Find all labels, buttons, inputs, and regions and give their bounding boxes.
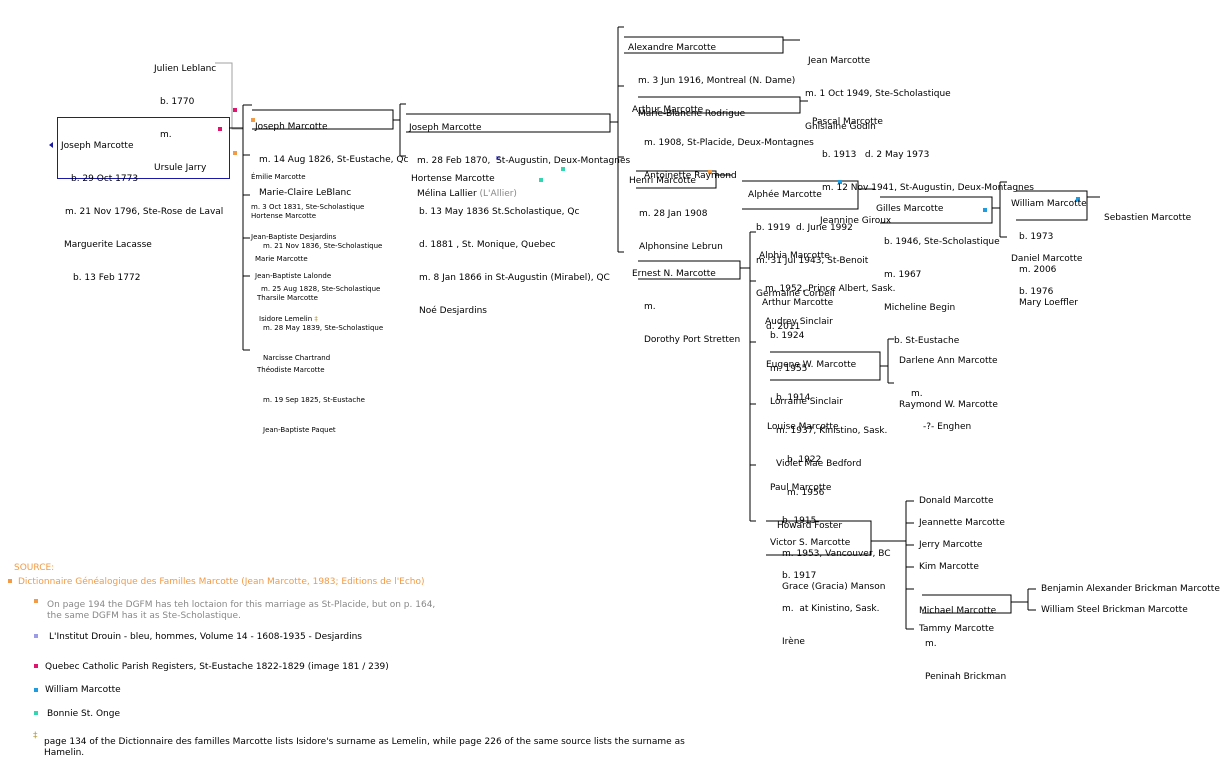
william-legend-marker: [34, 688, 38, 692]
source-drouin[interactable]: L'Institut Drouin - bleu, hommes, Volume…: [49, 632, 362, 642]
dictionnaire-source-marker: [233, 151, 237, 155]
person-paul-marcotte[interactable]: Paul Marcotte b. 1915 m. 1953, Vancouver…: [770, 483, 891, 592]
person-daniel-marcotte[interactable]: Daniel Marcotte b. 1976: [1011, 254, 1083, 297]
william-source-marker: [983, 208, 987, 212]
person-william-steel-marcotte[interactable]: William Steel Brickman Marcotte: [1041, 605, 1188, 615]
source-dgfm-note: On page 194 the DGFM has teh loctaion fo…: [47, 600, 436, 621]
person-henri-marcotte[interactable]: Henri Marcotte m. 28 Jan 1908 Alphonsine…: [629, 176, 723, 252]
bonnie-source-marker: [561, 167, 565, 171]
source-bonnie-st-onge[interactable]: Bonnie St. Onge: [47, 709, 120, 719]
person-arthur-marcotte-1908[interactable]: Arthur Marcotte m. 1908, St-Placide, Deu…: [632, 105, 814, 181]
back-arrow-icon[interactable]: [49, 142, 53, 148]
source-dictionnaire[interactable]: Dictionnaire Généalogique des Familles M…: [18, 577, 425, 587]
drouin-legend-marker: [34, 634, 38, 638]
person-jean-marcotte[interactable]: Jean Marcotte m. 1 Oct 1949, Ste-Scholas…: [805, 56, 951, 132]
dictionnaire-source-marker: [251, 118, 255, 122]
person-theodiste-marcotte[interactable]: Théodiste Marcotte m. 19 Sep 1825, St-Eu…: [257, 366, 365, 434]
dictionnaire-source-marker: [708, 170, 712, 174]
person-jerry-marcotte[interactable]: Jerry Marcotte: [919, 540, 983, 550]
source-william-marcotte[interactable]: William Marcotte: [45, 685, 121, 695]
person-arthur-marcotte-1924[interactable]: Arthur Marcotte b. 1924 m. 1955 Lorraine…: [762, 298, 843, 407]
dictionnaire-legend-marker: [8, 579, 12, 583]
bonnie-legend-marker: [34, 711, 38, 715]
william-source-marker: [838, 180, 842, 184]
person-emilie-marcotte[interactable]: Émilie Marcotte m. 3 Oct 1831, Ste-Schol…: [251, 173, 365, 241]
dgfm-note-legend-marker: [34, 599, 38, 603]
person-michael-marcotte[interactable]: Michael Marcotte m. Peninah Brickman: [919, 606, 1007, 682]
bonnie-source-marker: [539, 178, 543, 182]
lemelin-note-dagger-icon: ‡: [314, 315, 318, 323]
person-alexandre-marcotte[interactable]: Alexandre Marcotte m. 3 Jun 1916, Montre…: [628, 43, 796, 119]
person-tharsile-marcotte[interactable]: Tharsile Marcotte m. 28 May 1839, Ste-Sc…: [257, 294, 384, 362]
person-benjamin-marcotte[interactable]: Benjamin Alexander Brickman Marcotte: [1041, 584, 1220, 594]
person-eugene-marcotte[interactable]: Eugene W. Marcotte b. 1914 m. 1937, Kini…: [766, 360, 888, 469]
parish-source-marker: [233, 108, 237, 112]
person-sebastien-marcotte[interactable]: Sebastien Marcotte: [1104, 213, 1192, 223]
person-joseph-marcotte-1826[interactable]: Joseph Marcotte m. 14 Aug 1826, St-Eusta…: [255, 122, 409, 198]
person-julien-leblanc[interactable]: Julien Leblanc b. 1770 m. Ursule Jarry: [154, 64, 217, 173]
person-hortense-marcotte-1836b[interactable]: Hortense Marcotte b. 13 May 1836 St.Scho…: [411, 174, 610, 316]
source-heading: SOURCE:: [14, 563, 55, 573]
person-alphia-marcotte[interactable]: Alphia Marcotte m. 1952, Prince Albert, …: [759, 251, 896, 327]
source-lemelin-note: page 134 of the Dictionnaire des famille…: [44, 737, 685, 758]
drouin-source-marker: [496, 156, 500, 160]
person-joseph-marcotte-root[interactable]: Joseph Marcotte b. 29 Oct 1773 m. 21 Nov…: [61, 141, 224, 283]
source-parish-registers[interactable]: Quebec Catholic Parish Registers, St-Eus…: [45, 662, 389, 672]
person-raymond-marcotte[interactable]: Raymond W. Marcotte: [899, 400, 998, 410]
parish-source-marker: [218, 127, 222, 131]
person-darlene-marcotte[interactable]: Darlene Ann Marcotte m. -?- Enghen: [899, 356, 998, 432]
person-gilles-marcotte[interactable]: Gilles Marcotte b. 1946, Ste-Scholastiqu…: [876, 204, 1000, 346]
parish-legend-marker: [34, 664, 38, 668]
person-tammy-marcotte[interactable]: Tammy Marcotte: [919, 624, 995, 634]
person-louise-marcotte[interactable]: Louise Marcotte b. 1922 m. 1956 Howard F…: [767, 422, 843, 531]
person-hortense-marcotte-1836[interactable]: Hortense Marcotte m. 21 Nov 1836, Ste-Sc…: [251, 212, 383, 280]
lemelin-legend-dagger-icon: ‡: [33, 731, 38, 741]
person-william-marcotte[interactable]: William Marcotte b. 1973 m. 2006 Mary Lo…: [1011, 199, 1087, 308]
person-jeannette-marcotte[interactable]: Jeannette Marcotte: [919, 518, 1005, 528]
person-victor-marcotte[interactable]: Victor S. Marcotte b. 1917 m. at Kinisti…: [770, 538, 880, 647]
person-kim-marcotte[interactable]: Kim Marcotte: [919, 562, 979, 572]
william-source-marker: [1076, 197, 1080, 201]
person-pascal-marcotte[interactable]: Pascal Marcotte b. 1913 d. 2 May 1973 m.…: [812, 117, 1034, 226]
person-alphee-marcotte[interactable]: Alphée Marcotte b. 1919 d. June 1992 m. …: [748, 190, 869, 332]
person-marie-marcotte[interactable]: Marie Marcotte m. 25 Aug 1828, Ste-Schol…: [255, 255, 381, 323]
person-donald-marcotte[interactable]: Donald Marcotte: [919, 496, 994, 506]
person-ernest-marcotte[interactable]: Ernest N. Marcotte m. Dorothy Port Stret…: [632, 269, 741, 345]
person-joseph-marcotte-1870[interactable]: Joseph Marcotte m. 28 Feb 1870, St-Augus…: [409, 123, 631, 199]
